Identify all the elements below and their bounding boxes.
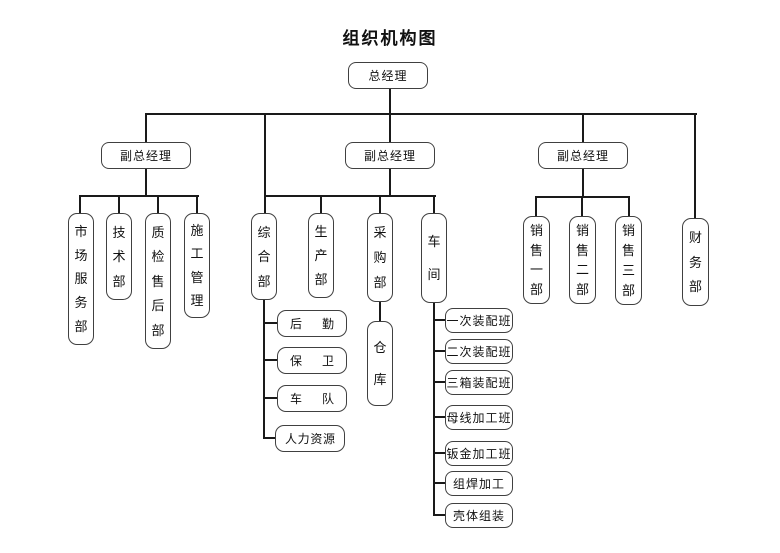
connector-line bbox=[694, 113, 696, 219]
connector-line bbox=[263, 437, 275, 439]
connector-line bbox=[433, 482, 445, 484]
connector-line bbox=[79, 195, 81, 215]
connector-line bbox=[433, 514, 445, 516]
connector-line bbox=[433, 381, 445, 383]
box-sales-dept-2: 销售二部 bbox=[569, 216, 596, 304]
connector-line bbox=[582, 113, 584, 142]
box-dept-construction-mgmt: 施工管理 bbox=[184, 213, 210, 318]
connector-line bbox=[320, 195, 322, 215]
box-team-busbar-processing: 母线加工班 bbox=[445, 405, 513, 430]
box-dept-quality-aftersales: 质检售后部 bbox=[145, 213, 171, 349]
connector-line bbox=[433, 195, 435, 215]
box-human-resources: 人力资源 bbox=[275, 425, 345, 452]
connector-line bbox=[433, 350, 445, 352]
box-deputy-gm-middle: 副总经理 bbox=[345, 142, 435, 169]
connector-line bbox=[264, 113, 266, 214]
connector-line bbox=[628, 196, 630, 217]
connector-line bbox=[263, 359, 277, 361]
connector-line bbox=[581, 196, 583, 217]
box-deputy-gm-right: 副总经理 bbox=[538, 142, 628, 169]
connector-line bbox=[263, 300, 265, 439]
box-dept-general-affairs: 综合部 bbox=[251, 213, 277, 300]
box-security: 保卫 bbox=[277, 347, 347, 374]
connector-line bbox=[389, 113, 391, 142]
connector-line bbox=[389, 169, 391, 197]
box-team-assembly-1: 一次装配班 bbox=[445, 308, 513, 333]
connector-line bbox=[263, 322, 277, 324]
box-general-manager: 总经理 bbox=[348, 62, 428, 89]
box-deputy-gm-left: 副总经理 bbox=[101, 142, 191, 169]
connector-line bbox=[79, 195, 199, 197]
box-dept-market-service: 市场服务部 bbox=[68, 213, 94, 345]
connector-line bbox=[535, 196, 537, 217]
box-dept-technology: 技术部 bbox=[106, 213, 132, 300]
box-dept-finance: 财务部 bbox=[682, 218, 709, 306]
connector-line bbox=[389, 89, 391, 115]
connector-line bbox=[145, 169, 147, 197]
box-team-sheet-metal: 钣金加工班 bbox=[445, 441, 513, 466]
connector-line bbox=[433, 416, 445, 418]
box-sales-dept-3: 销售三部 bbox=[615, 216, 642, 305]
box-team-shell-assembly: 壳体组装 bbox=[445, 503, 513, 528]
box-motorcade: 车队 bbox=[277, 385, 347, 412]
connector-line bbox=[433, 303, 435, 516]
connector-line bbox=[264, 195, 436, 197]
connector-line bbox=[433, 452, 445, 454]
connector-line bbox=[145, 113, 697, 115]
connector-line bbox=[379, 195, 381, 215]
box-sales-dept-1: 销售一部 bbox=[523, 216, 550, 304]
connector-line bbox=[118, 195, 120, 215]
box-dept-purchasing: 采购部 bbox=[367, 213, 393, 302]
connector-line bbox=[196, 195, 198, 215]
box-team-assembly-2: 二次装配班 bbox=[445, 339, 513, 364]
connector-line bbox=[145, 113, 147, 142]
box-dept-workshop: 车间 bbox=[421, 213, 447, 303]
box-team-welding: 组焊加工 bbox=[445, 471, 513, 496]
connector-line bbox=[379, 302, 381, 322]
connector-line bbox=[433, 319, 445, 321]
box-dept-production: 生产部 bbox=[308, 213, 334, 298]
box-logistics: 后勤 bbox=[277, 310, 347, 337]
connector-line bbox=[582, 169, 584, 198]
box-warehouse: 仓库 bbox=[367, 321, 393, 406]
box-team-three-box-assembly: 三箱装配班 bbox=[445, 370, 513, 395]
connector-line bbox=[157, 195, 159, 215]
connector-line bbox=[263, 397, 277, 399]
chart-title: 组织机构图 bbox=[342, 29, 438, 48]
